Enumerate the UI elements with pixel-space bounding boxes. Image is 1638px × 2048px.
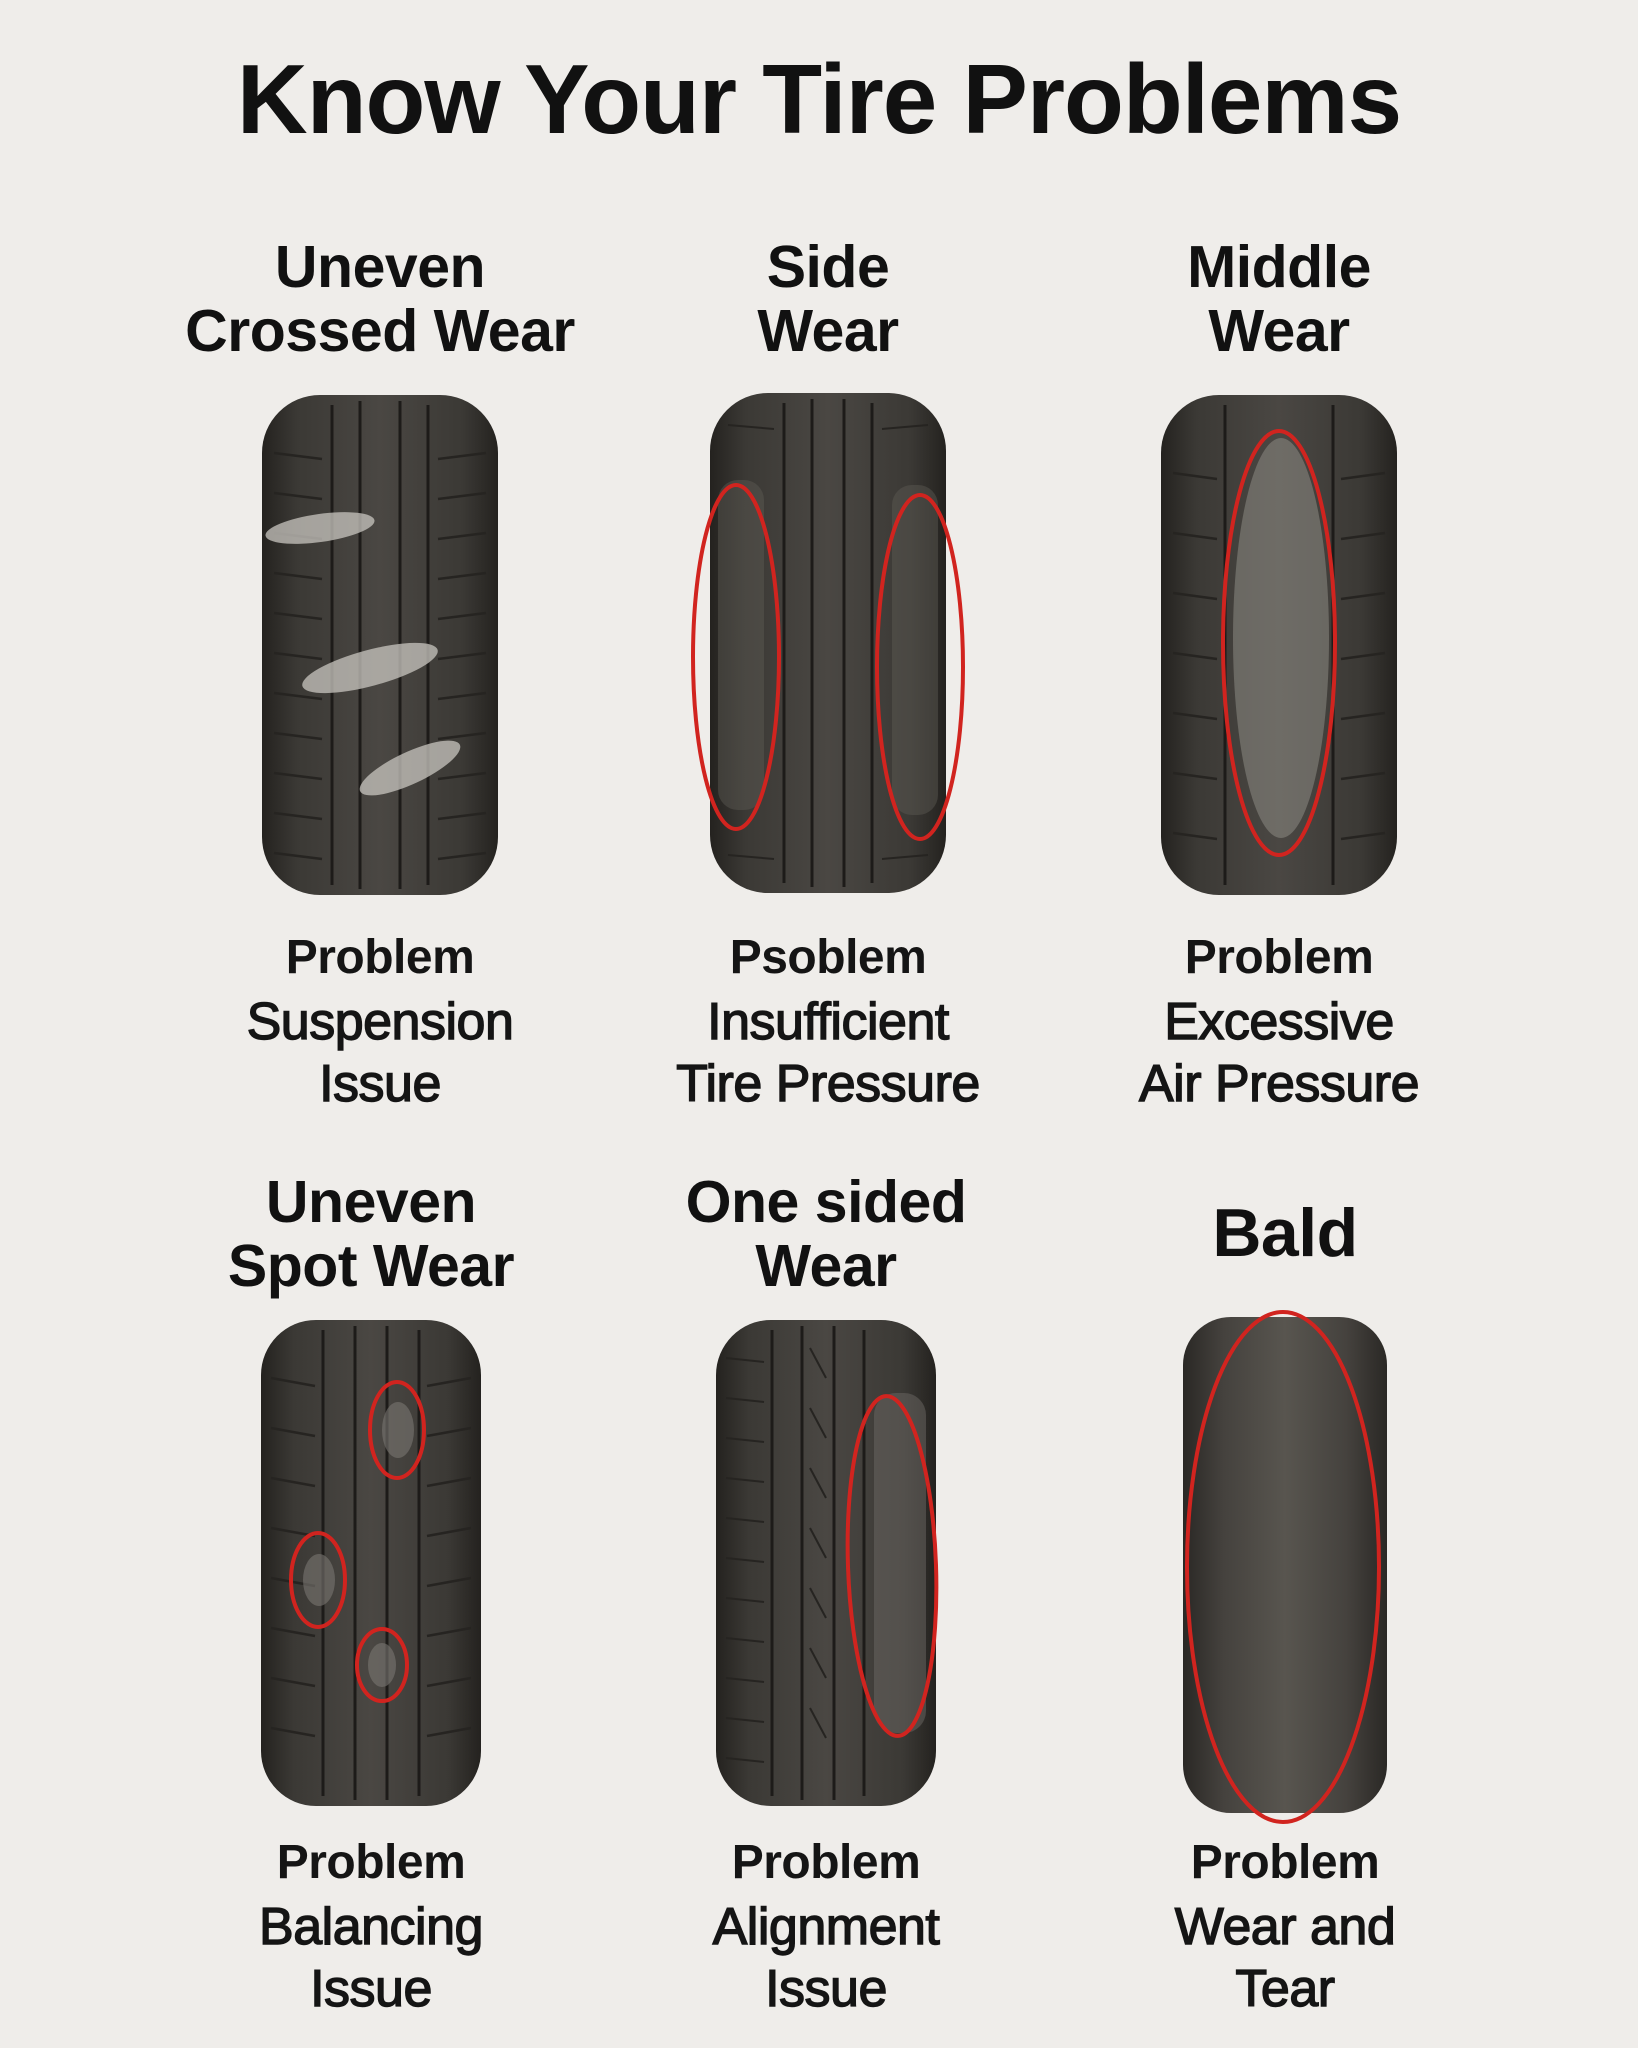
panel-heading: Bald <box>1035 1198 1535 1268</box>
panel-caption: Problem Alignment Issue <box>576 1830 1076 2020</box>
cause-line-1: Insufficient <box>706 992 950 1051</box>
heading-line-1: Uneven <box>265 1169 477 1235</box>
heading-line-2: Wear <box>757 298 899 364</box>
problem-label: Problem <box>1184 931 1374 984</box>
panel-caption: Problem Suspension Issue <box>130 925 630 1115</box>
problem-label: Problem <box>285 931 475 984</box>
panel-caption: Problem Excessive Air Pressure <box>1029 925 1529 1115</box>
heading-line-2: Wear <box>1208 298 1350 364</box>
heading-line-1: Uneven <box>274 234 486 300</box>
tire-image <box>1035 1305 1535 1830</box>
tire-one-sided-wear-icon <box>716 1320 939 1806</box>
problem-label: Problem <box>1190 1836 1380 1889</box>
cause-line-1: Balancing <box>258 1897 484 1956</box>
cause-line-2: Tear <box>1235 1959 1336 2018</box>
cause-line-2: Issue <box>764 1959 888 2018</box>
panel-heading: Uneven Crossed Wear <box>130 235 630 363</box>
cause-line-2: Tire Pressure <box>675 1054 981 1113</box>
heading-line-1: Bald <box>1212 1195 1358 1271</box>
cause-line-2: Air Pressure <box>1138 1054 1420 1113</box>
tire-image <box>576 1318 1076 1808</box>
panel-caption: Problem Wear and Tear <box>1035 1830 1535 2020</box>
cause-line-2: Issue <box>318 1054 442 1113</box>
cause-line-1: Suspension <box>246 992 515 1051</box>
panel-caption: Psoblem Insufficient Tire Pressure <box>578 925 1078 1115</box>
heading-line-1: Side <box>766 234 890 300</box>
panel-caption: Problem Balancing Issue <box>121 1830 621 2020</box>
heading-line-1: One sided <box>685 1169 967 1235</box>
tire-bald-icon <box>1183 1310 1387 1824</box>
tire-image <box>130 393 630 898</box>
panel-heading: One sided Wear <box>576 1170 1076 1298</box>
page-title: Know Your Tire Problems <box>236 44 1402 154</box>
tire-spot-wear-icon <box>261 1320 481 1806</box>
panel-heading: Middle Wear <box>1029 235 1529 363</box>
cause-line-2: Issue <box>309 1959 433 2018</box>
tire-crossed-wear-icon <box>262 395 498 895</box>
problem-label: Problem <box>276 1836 466 1889</box>
panel-heading: Uneven Spot Wear <box>121 1170 621 1298</box>
tire-image <box>578 385 1078 900</box>
tire-image <box>121 1318 621 1808</box>
tire-image <box>1029 393 1529 898</box>
tire-side-wear-icon <box>691 393 965 893</box>
panel-heading: Side Wear <box>578 235 1078 363</box>
cause-line-1: Wear and <box>1174 1897 1396 1956</box>
heading-line-2: Crossed Wear <box>185 298 575 364</box>
cause-line-1: Excessive <box>1164 992 1395 1051</box>
cause-line-1: Alignment <box>712 1897 941 1956</box>
heading-line-1: Middle <box>1187 234 1371 300</box>
heading-line-2: Spot Wear <box>227 1233 515 1299</box>
problem-label: Psoblem <box>729 931 927 984</box>
problem-label: Problem <box>731 1836 921 1889</box>
tire-middle-wear-icon <box>1161 395 1397 895</box>
heading-line-2: Wear <box>755 1233 897 1299</box>
